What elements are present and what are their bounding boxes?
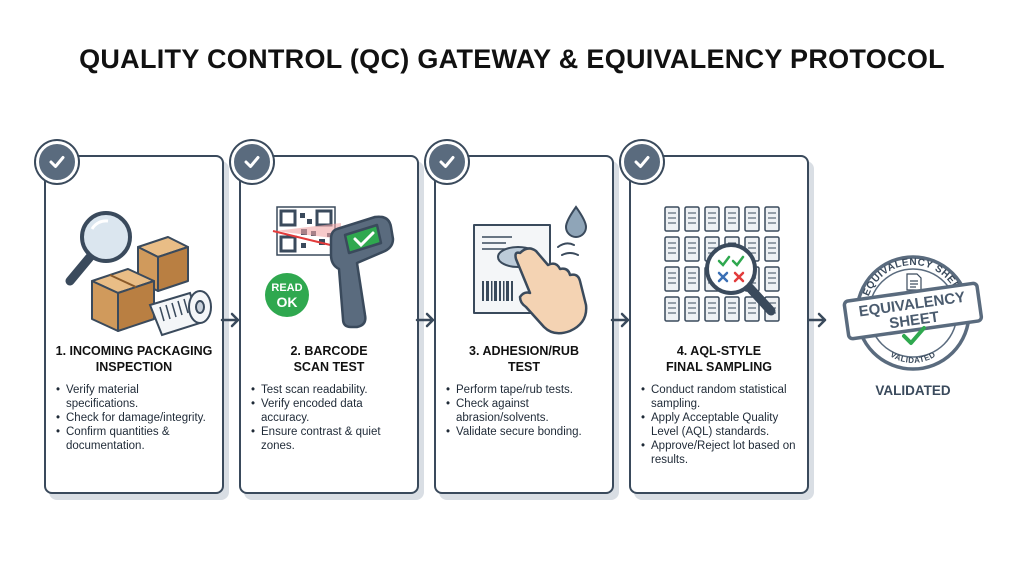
arrow-right-icon (610, 312, 630, 328)
bullet-item: Check against abrasion/solvents. (444, 397, 604, 425)
page-title: QUALITY CONTROL (QC) GATEWAY & EQUIVALEN… (79, 44, 945, 74)
step-title: 1. INCOMING PACKAGING INSPECTION (55, 344, 213, 374)
bullet-item: Confirm quantities & documentation. (54, 425, 214, 453)
stamp-main-line2: SHEET (888, 309, 940, 333)
validated-label: VALIDATED (875, 383, 951, 398)
bullet-item: Approve/Reject lot based on results. (639, 439, 799, 467)
bullet-item: Check for damage/integrity. (54, 411, 214, 425)
finger-rub-label-icon (473, 205, 588, 335)
check-badge-icon (426, 141, 468, 183)
step-title: 2. BARCODE SCAN TEST (290, 344, 368, 374)
bullet-item: Apply Acceptable Quality Level (AQL) sta… (639, 411, 799, 439)
check-badge-icon (621, 141, 663, 183)
step-bullets: Perform tape/rub tests. Check against ab… (444, 383, 604, 439)
bullet-item: Validate secure bonding. (444, 425, 604, 439)
arrow-right-icon (220, 312, 240, 328)
barcode-scanner-icon: READ OK (265, 206, 395, 329)
step-card-barcode-scan: READ OK 2. BARCODE SCAN TEST Test scan r… (239, 155, 419, 494)
step-title: 4. AQL-STYLE FINAL SAMPLING (665, 344, 773, 374)
magnifier-boxes-icon (65, 211, 212, 337)
read-ok-badge-line1: READ (271, 282, 302, 294)
validated-stamp-icon: EQUIVALENCY SHEET EQUIVALENCY SHEET VALI… (842, 255, 984, 371)
sampling-grid-icon (664, 206, 780, 322)
bullet-item: Verify material specifications. (54, 383, 214, 411)
bullet-item: Perform tape/rub tests. (444, 383, 604, 397)
arrow-right-icon (807, 312, 827, 328)
step-bullets: Verify material specifications. Check fo… (54, 383, 214, 453)
step-title: 3. ADHESION/RUB TEST (469, 344, 579, 374)
check-badge-icon (231, 141, 273, 183)
step-card-adhesion-rub: 3. ADHESION/RUB TEST Perform tape/rub te… (434, 155, 614, 494)
bullet-item: Conduct random statistical sampling. (639, 383, 799, 411)
bullet-item: Ensure contrast & quiet zones. (249, 425, 409, 453)
check-badge-icon (36, 141, 78, 183)
step-card-incoming-inspection: 1. INCOMING PACKAGING INSPECTION Verify … (44, 155, 224, 494)
arrow-right-icon (415, 312, 435, 328)
bullet-item: Verify encoded data accuracy. (249, 397, 409, 425)
bullet-item: Test scan readability. (249, 383, 409, 397)
step-card-aql-sampling: 4. AQL-STYLE FINAL SAMPLING Conduct rand… (629, 155, 809, 494)
step-bullets: Conduct random statistical sampling. App… (639, 383, 799, 467)
step-bullets: Test scan readability. Verify encoded da… (249, 383, 409, 453)
read-ok-badge-line2: OK (277, 294, 298, 310)
